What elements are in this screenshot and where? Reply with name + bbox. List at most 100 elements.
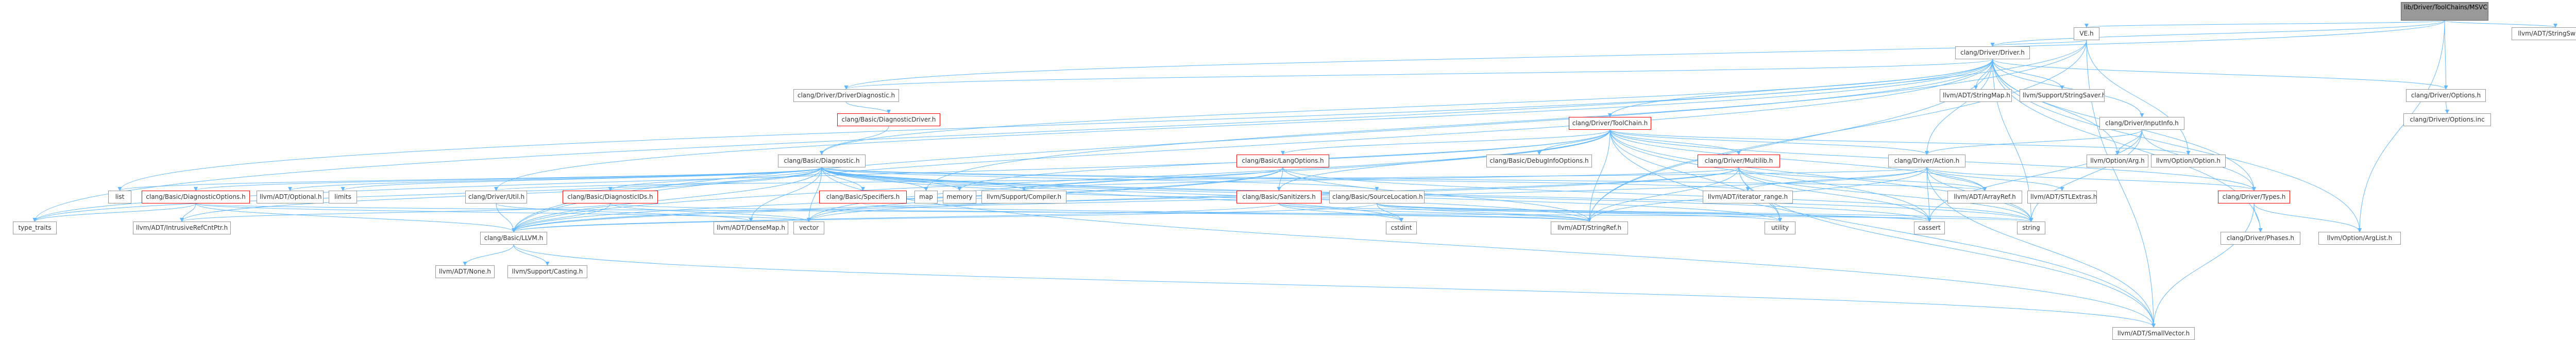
- node-root[interactable]: lib/Driver/ToolChains/MSVC.cpp: [2401, 2, 2488, 21]
- edge-diagnostic-to-limits: [341, 167, 822, 191]
- edge-driver-to-diagnostic: [820, 59, 1993, 155]
- node-driverdiag[interactable]: clang/Driver/DriverDiagnostic.h: [793, 89, 899, 102]
- edge-diagnostic-to-type_traits_alias: [32, 167, 822, 222]
- edge-diagopts-to-basicllvm: [195, 203, 516, 232]
- node-sanitizers[interactable]: clang/Basic/Sanitizers.h: [1236, 191, 1321, 203]
- node-stringsaver[interactable]: llvm/Support/StringSaver.h: [2020, 89, 2105, 102]
- edge-root-to-driverdiag: [844, 20, 2445, 90]
- node-arrayref[interactable]: llvm/ADT/ArrayRef.h: [1947, 191, 2022, 203]
- node-iterrange[interactable]: llvm/ADT/iterator_range.h: [1703, 191, 1793, 203]
- edge-sourceloc-to-utility: [1377, 203, 1782, 222]
- edge-vfs-to-driver: [1990, 40, 2087, 47]
- node-intrusive[interactable]: llvm/ADT/IntrusiveRefCntPtr.h: [133, 222, 231, 234]
- edge-diagopts-to-vector: [195, 203, 811, 222]
- edge-multilib-to-stringref: [1587, 167, 1739, 222]
- edge-diagids-to-intrusive: [180, 203, 611, 222]
- edge-action-to-cassert: [1926, 167, 1931, 222]
- node-types[interactable]: clang/Driver/Types.h: [2218, 191, 2290, 203]
- node-specifiers[interactable]: clang/Basic/Specifiers.h: [819, 191, 907, 203]
- node-limits[interactable]: limits: [329, 191, 357, 203]
- node-stringref[interactable]: llvm/ADT/StringRef.h: [1551, 222, 1628, 234]
- node-toolchain[interactable]: clang/Driver/ToolChain.h: [1569, 117, 1651, 130]
- node-action[interactable]: clang/Driver/Action.h: [1888, 155, 1965, 167]
- node-optionsinc[interactable]: clang/Driver/Options.inc: [2403, 113, 2491, 126]
- edge-sourceloc-to-cassert: [1377, 203, 1931, 222]
- edge-sourceloc-to-basicllvm: [512, 203, 1377, 232]
- node-smallvector[interactable]: llvm/ADT/SmallVector.h: [2112, 327, 2195, 340]
- node-langoptions[interactable]: clang/Basic/LangOptions.h: [1236, 155, 1329, 167]
- edge-inputinfo-to-optionarg: [2115, 129, 2142, 155]
- node-optionarg[interactable]: llvm/Option/Arg.h: [2087, 155, 2148, 167]
- edge-multilib-to-compiler: [1022, 167, 1739, 191]
- edge-action-to-util: [494, 167, 1927, 191]
- node-list[interactable]: list: [108, 191, 131, 203]
- node-utility[interactable]: utility: [1765, 222, 1795, 234]
- node-memory[interactable]: memory: [943, 191, 976, 203]
- node-inputinfo[interactable]: clang/Driver/InputInfo.h: [2099, 117, 2184, 130]
- node-compiler[interactable]: llvm/Support/Compiler.h: [981, 191, 1066, 203]
- node-stringmap[interactable]: llvm/ADT/StringMap.h: [1940, 89, 2012, 102]
- edge-basicllvm-to-none: [463, 244, 514, 266]
- node-multilib[interactable]: clang/Driver/Multilib.h: [1698, 155, 1780, 167]
- edge-options-to-optionsinc: [2445, 101, 2449, 114]
- edge-toolchain-to-basicllvm: [512, 129, 1611, 232]
- edge-root-to-stringswitch: [2444, 20, 2557, 28]
- node-vector[interactable]: vector: [793, 222, 824, 234]
- edge-diagnostic-to-densemap: [749, 167, 822, 222]
- edge-multilib-to-basicllvm: [512, 167, 1739, 232]
- edge-driver-to-stringsaver: [1992, 59, 2064, 90]
- node-cstdint[interactable]: cstdint: [1386, 222, 1417, 234]
- edge-types-to-arglist: [2253, 203, 2362, 232]
- edge-action-to-basicllvm: [512, 167, 1927, 232]
- node-basicllvm[interactable]: clang/Basic/LLVM.h: [480, 232, 547, 245]
- node-debuginfo[interactable]: clang/Basic/DebugInfoOptions.h: [1486, 155, 1592, 167]
- node-map[interactable]: map: [914, 191, 938, 203]
- node-none[interactable]: llvm/ADT/None.h: [435, 265, 495, 278]
- edge-driver-to-util: [494, 59, 1993, 191]
- edge-util-to-densemap: [496, 203, 753, 222]
- node-phases[interactable]: clang/Driver/Phases.h: [2221, 232, 2300, 245]
- edge-diagdriver-to-diagnostic: [820, 126, 889, 155]
- edge-types-to-phases: [2253, 203, 2263, 232]
- edge-action-to-stlextras: [1926, 167, 2064, 191]
- edge-action-to-types: [1926, 167, 2256, 191]
- node-options[interactable]: clang/Driver/Options.h: [2406, 89, 2486, 102]
- node-diagopts[interactable]: clang/Basic/DiagnosticOptions.h: [142, 191, 250, 203]
- node-optionopt[interactable]: llvm/Option/Option.h: [2151, 155, 2226, 167]
- node-casting[interactable]: llvm/Support/Casting.h: [507, 265, 587, 278]
- node-arglist[interactable]: llvm/Option/ArgList.h: [2318, 232, 2401, 245]
- edge-diagnostic-to-basicllvm: [512, 167, 822, 232]
- node-driver[interactable]: clang/Driver/Driver.h: [1955, 46, 2030, 59]
- edge-diagnostic-to-sourceloc: [821, 167, 1379, 191]
- edge-toolchain-to-action: [1609, 129, 1929, 155]
- edge-action-to-arrayref: [1926, 167, 1987, 191]
- edge-diagids-to-vector: [610, 203, 811, 222]
- node-densemap[interactable]: llvm/ADT/DenseMap.h: [714, 222, 788, 234]
- node-diagnostic[interactable]: clang/Basic/Diagnostic.h: [778, 155, 866, 167]
- edge-driverdiag-to-diagdriver: [846, 101, 891, 114]
- edge-sanitizers-to-basicllvm: [512, 203, 1279, 232]
- edge-diagnostic-to-vector: [807, 167, 822, 222]
- edge-driver-to-arglist: [1992, 59, 2362, 232]
- edge-util-to-basicllvm: [496, 203, 516, 232]
- node-optional[interactable]: llvm/ADT/Optional.h: [257, 191, 324, 203]
- edge-sanitizers-to-stringref: [1279, 203, 1591, 222]
- node-typetraits[interactable]: type_traits: [13, 222, 57, 234]
- node-stlextras[interactable]: llvm/ADT/STLExtras.h: [2027, 191, 2097, 203]
- node-diagdriver[interactable]: clang/Basic/DiagnosticDriver.h: [837, 113, 940, 126]
- edge-diagnostic-to-arrayref: [821, 167, 1987, 191]
- node-cassert[interactable]: cassert: [1914, 222, 1945, 234]
- node-util[interactable]: clang/Driver/Util.h: [465, 191, 527, 203]
- node-diagids[interactable]: clang/Basic/DiagnosticIDs.h: [563, 191, 658, 203]
- node-string[interactable]: string: [2017, 222, 2045, 234]
- node-vfs[interactable]: VE.h: [2074, 27, 2099, 40]
- edge-diagnostic-to-diagopts: [194, 167, 822, 191]
- edge-driver-to-driverdiag: [844, 59, 1993, 90]
- node-sourceloc[interactable]: clang/Basic/SourceLocation.h: [1329, 191, 1425, 203]
- edge-toolchain-to-string: [1609, 129, 2033, 222]
- edge-driver-to-map: [924, 59, 1993, 191]
- node-stringswitch[interactable]: llvm/ADT/StringSwitch.h: [2512, 27, 2576, 40]
- edge-langoptions-to-compiler: [1022, 167, 1283, 191]
